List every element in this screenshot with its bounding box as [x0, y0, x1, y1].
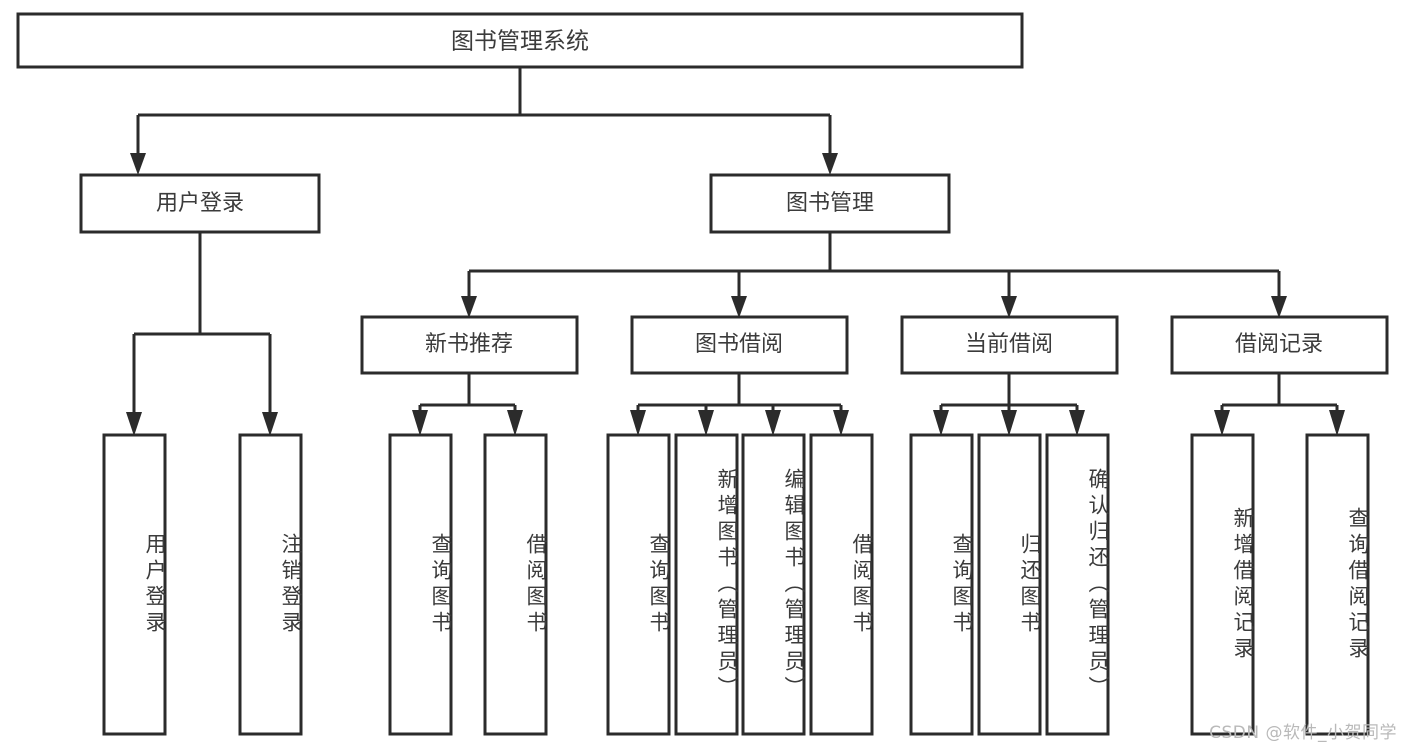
leaf-box-6[interactable] [741, 433, 806, 736]
node-book-borrow-box[interactable] [630, 315, 849, 375]
edge-layer [126, 67, 1345, 436]
leaf-box-3[interactable] [483, 433, 548, 736]
arrow-head-leaf-8 [933, 410, 949, 436]
arrow-head-leaf-9 [1001, 410, 1017, 436]
node-user-login-label: 用户登录 [156, 191, 244, 216]
leaf-box-0[interactable] [102, 433, 167, 736]
arrow-head-leaf-12 [1329, 410, 1345, 436]
arrow-head-leaf-2 [412, 410, 428, 436]
leaf-box-12[interactable] [1305, 433, 1370, 736]
leaf-box-4[interactable] [606, 433, 671, 736]
arrow-head-leaf-11 [1214, 410, 1230, 436]
node-root-label: 图书管理系统 [451, 29, 589, 55]
node-borrow-record-label: 借阅记录 [1235, 332, 1323, 357]
node-current-borrow-box[interactable] [900, 315, 1119, 375]
arrow-head-current [1001, 296, 1017, 318]
leaf-box-8[interactable] [909, 433, 974, 736]
node-layer: 图书管理系统 用户登录 图书管理 新书推荐 图书借阅 当前借阅 借阅记录 [16, 12, 1389, 736]
arrow-head-book-mgmt [822, 153, 838, 175]
node-borrow-record-box[interactable] [1170, 315, 1389, 375]
arrow-head-leaf-5 [698, 410, 714, 436]
node-book-borrow-label: 图书借阅 [695, 332, 783, 357]
leaf-box-2[interactable] [388, 433, 453, 736]
leaf-box-1[interactable] [238, 433, 303, 736]
leaf-box-9[interactable] [977, 433, 1042, 736]
arrow-head-record [1271, 296, 1287, 318]
arrow-head-leaf-10 [1069, 410, 1085, 436]
arrow-head-user-login [130, 153, 146, 175]
arrow-head-leaf-4 [630, 410, 646, 436]
node-new-book-rec-box[interactable] [360, 315, 579, 375]
leaf-box-11[interactable] [1190, 433, 1255, 736]
arrow-head-leaf-7 [833, 410, 849, 436]
node-root-box[interactable] [16, 12, 1024, 69]
node-user-login-box[interactable] [79, 173, 321, 234]
arrow-head-leaf-1 [262, 412, 278, 436]
arrow-head-leaf-3 [507, 410, 523, 436]
arrow-head-borrow [731, 296, 747, 318]
node-book-mgmt-box[interactable] [709, 173, 951, 234]
arrow-head-leaf-0 [126, 412, 142, 436]
arrow-head-leaf-6 [765, 410, 781, 436]
arrow-head-newbook [461, 296, 477, 318]
leaf-box-5[interactable] [674, 433, 739, 736]
leaf-box-10[interactable] [1045, 433, 1110, 736]
node-new-book-rec-label: 新书推荐 [425, 332, 513, 357]
node-book-mgmt-label: 图书管理 [786, 191, 874, 216]
node-current-borrow-label: 当前借阅 [965, 332, 1053, 357]
csdn-watermark: CSDN @软件_小贺同学 [1209, 723, 1397, 743]
leaf-box-7[interactable] [809, 433, 874, 736]
